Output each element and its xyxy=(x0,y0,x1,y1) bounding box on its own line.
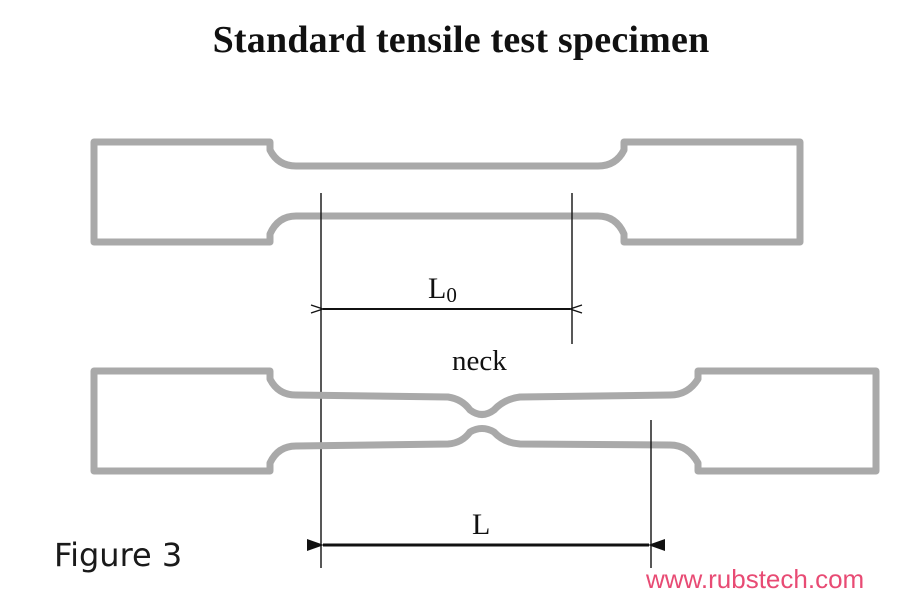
tensile-specimen-diagram: L0 neck L xyxy=(90,138,880,568)
watermark-text: www.rubstech.com xyxy=(646,564,865,594)
l0-label-subscript: 0 xyxy=(446,283,457,307)
figure-label: Figure 3 xyxy=(54,536,183,574)
l-label: L xyxy=(472,508,490,541)
l0-label-main: L xyxy=(428,272,446,305)
l0-label: L0 xyxy=(428,272,457,307)
original-specimen-outline xyxy=(90,138,804,246)
necked-specimen-outline xyxy=(90,367,880,475)
neck-label: neck xyxy=(452,345,507,377)
diagram-title: Standard tensile test specimen xyxy=(212,19,710,61)
